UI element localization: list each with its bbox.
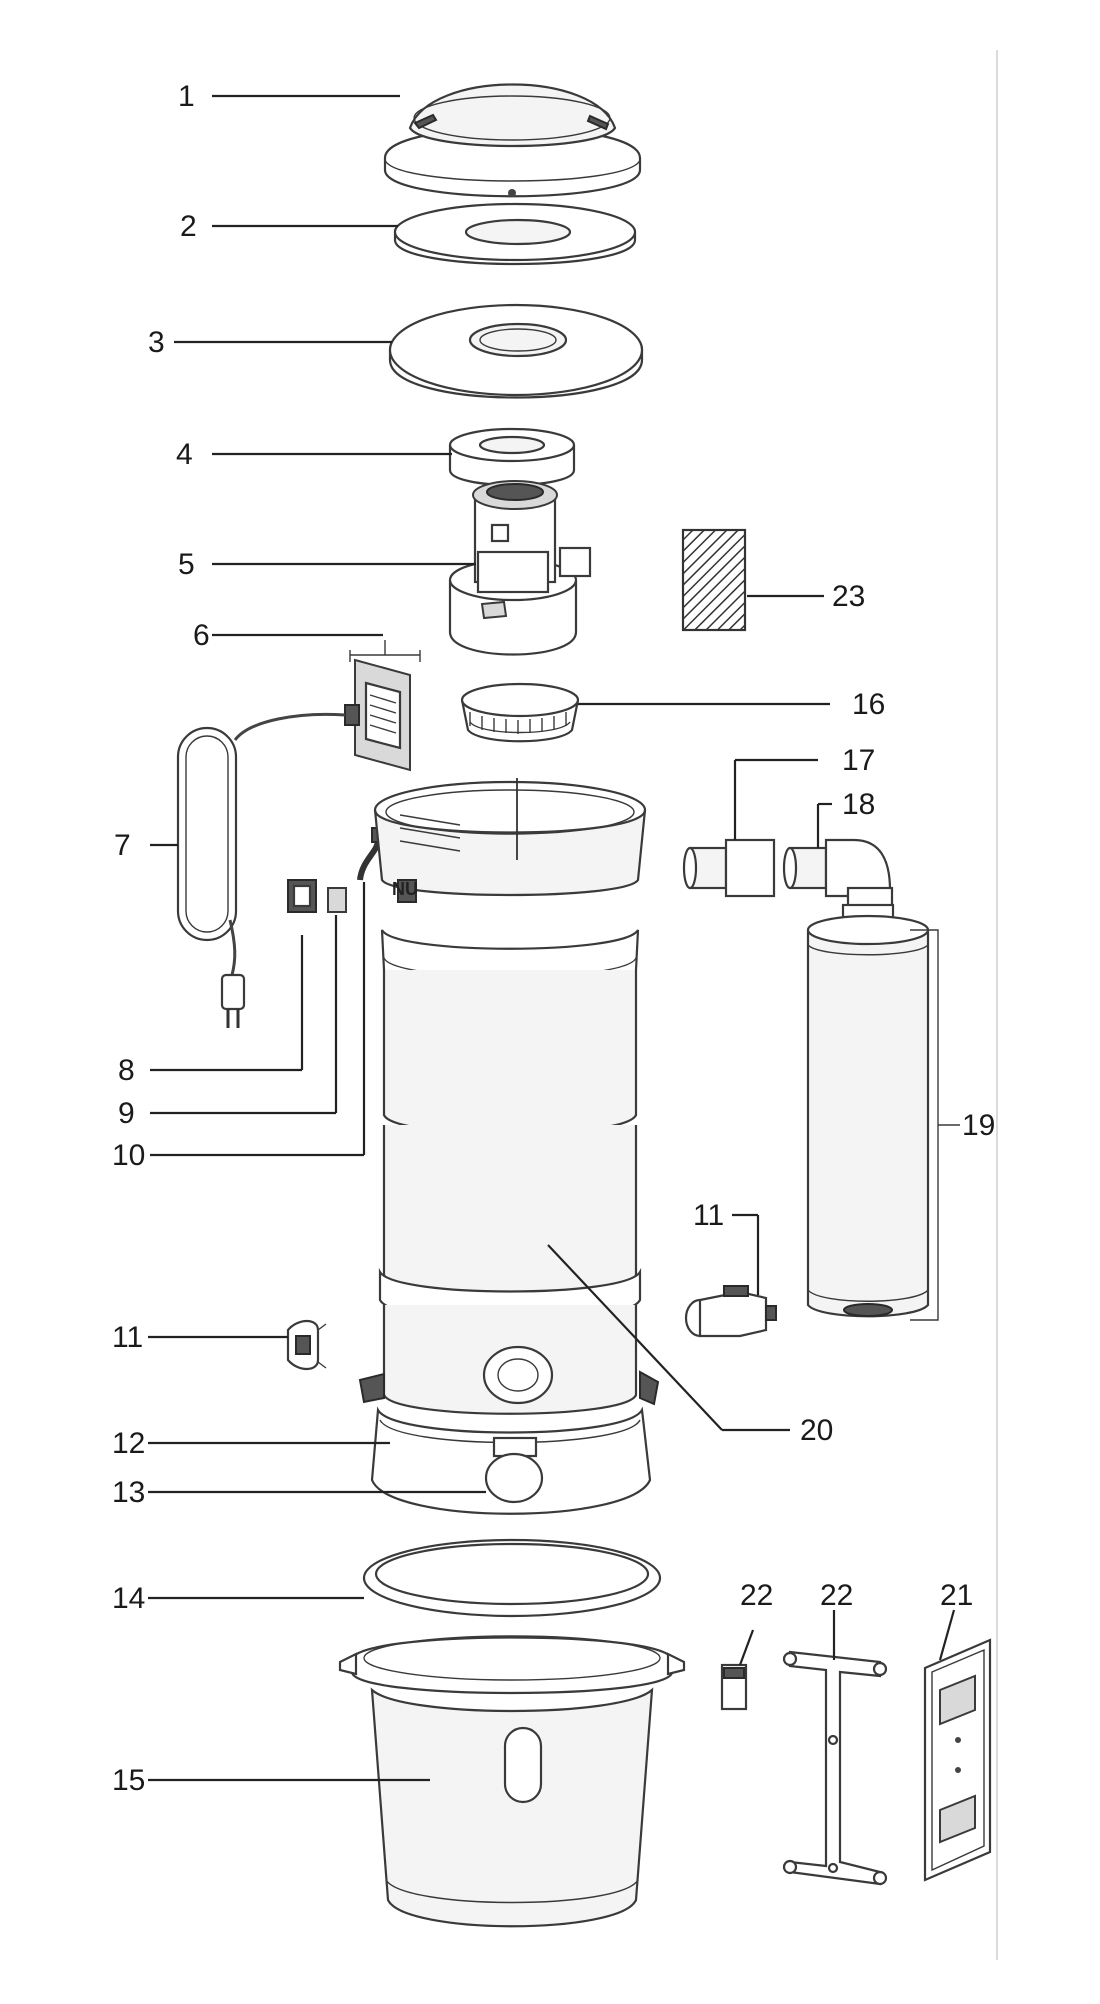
part-23-filter-pad (681, 528, 747, 632)
label-11-left: 11 (112, 1321, 143, 1354)
label-15: 15 (112, 1764, 145, 1797)
label-12: 12 (112, 1427, 145, 1460)
label-23: 23 (832, 580, 865, 613)
label-7: 7 (114, 829, 131, 862)
part-1-top-cover (383, 83, 642, 198)
part-labels: 1 2 3 4 5 6 7 8 9 10 11 11 12 13 14 15 1… (112, 80, 995, 1797)
canister-logo: NU (392, 879, 418, 899)
label-6: 6 (193, 619, 210, 652)
part-7-power-cord (176, 712, 346, 1028)
label-16: 16 (852, 688, 885, 721)
part-14-ring-gasket (362, 1538, 662, 1618)
label-1: 1 (178, 80, 195, 113)
part-3-plate (388, 303, 644, 399)
part-20-main-canister (358, 778, 660, 1415)
label-8: 8 (118, 1054, 135, 1087)
part-18-elbow-pipe (782, 838, 894, 908)
part-6-circuit-board (344, 640, 421, 772)
part-9-label-plate (327, 887, 347, 913)
label-14: 14 (112, 1582, 145, 1615)
part-16-filter-ring (460, 682, 580, 743)
label-10: 10 (112, 1139, 145, 1172)
part-19-cartridge-filter (806, 903, 960, 1321)
part-21-wall-plate (923, 1638, 992, 1882)
label-13: 13 (112, 1476, 145, 1509)
label-18: 18 (842, 788, 875, 821)
label-4: 4 (176, 438, 193, 471)
part-22-small-bracket (720, 1663, 748, 1711)
part-11-left-valve (286, 1319, 327, 1371)
label-5: 5 (178, 548, 195, 581)
part-22-t-bracket (782, 1650, 888, 1886)
label-21: 21 (940, 1579, 973, 1612)
part-13-inlet (484, 1436, 544, 1504)
leader-lines (148, 94, 956, 1782)
label-3: 3 (148, 326, 165, 359)
part-4-motor-gasket (448, 427, 576, 487)
label-19: 19 (962, 1109, 995, 1142)
part-15-dirt-bucket (338, 1635, 686, 1928)
part-5-motor (448, 480, 592, 656)
part-17-straight-pipe (682, 838, 776, 898)
label-22-t-bracket: 22 (820, 1579, 853, 1612)
label-9: 9 (118, 1097, 135, 1130)
label-22-small: 22 (740, 1579, 773, 1612)
part-8-switch (287, 879, 317, 913)
part-2-gasket (393, 202, 637, 266)
label-11-right: 11 (693, 1199, 724, 1232)
label-17: 17 (842, 744, 875, 777)
label-2: 2 (180, 210, 197, 243)
label-20: 20 (800, 1414, 833, 1447)
part-11-right-hose-adapter (684, 1285, 777, 1338)
